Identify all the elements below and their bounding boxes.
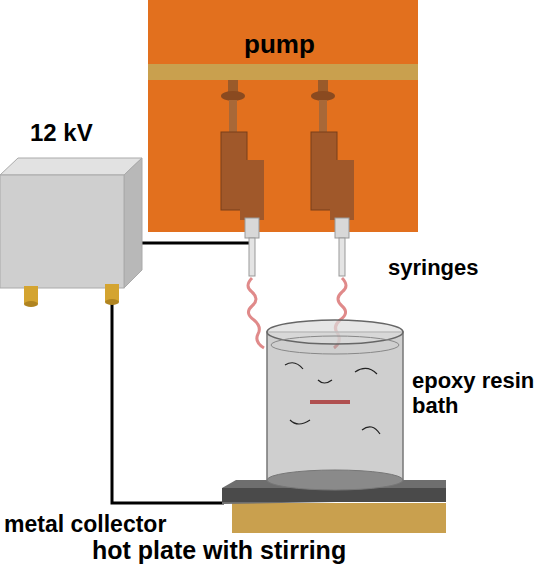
pump-bar bbox=[148, 64, 418, 80]
terminal bbox=[105, 299, 119, 305]
part-label: metal collector bbox=[4, 511, 166, 537]
resin-surface bbox=[271, 336, 399, 354]
needle-hub bbox=[245, 218, 259, 238]
beaker-rim bbox=[267, 320, 403, 344]
plunger-head bbox=[311, 91, 335, 101]
plunger-head bbox=[221, 91, 245, 101]
stir-bar bbox=[310, 400, 350, 404]
needle-hub bbox=[335, 218, 349, 238]
power-supply-top bbox=[0, 158, 142, 175]
wire bbox=[112, 300, 224, 503]
beaker-base bbox=[267, 470, 403, 490]
power-supply-side bbox=[124, 158, 142, 288]
pump-body bbox=[148, 0, 418, 232]
needle bbox=[339, 238, 345, 276]
wire bbox=[140, 242, 252, 245]
part-label: epoxy resin bath bbox=[412, 368, 546, 419]
beaker bbox=[267, 332, 403, 480]
plunger bbox=[228, 80, 238, 92]
plunger-rod bbox=[229, 100, 237, 134]
plunger bbox=[318, 80, 328, 92]
fibers-in-resin bbox=[285, 363, 380, 434]
hot-plate bbox=[232, 503, 446, 533]
device-name: pump bbox=[244, 30, 315, 59]
terminal bbox=[24, 301, 38, 307]
voltage-label: 12 kV bbox=[30, 120, 93, 146]
needle bbox=[249, 238, 255, 276]
part-label: syringes bbox=[388, 255, 479, 280]
power-supply-front bbox=[0, 175, 124, 288]
syringe-barrel bbox=[240, 160, 264, 220]
power-supply-box: 12 kV bbox=[0, 158, 142, 288]
pump-box: pump bbox=[148, 0, 418, 232]
plunger-rod bbox=[319, 100, 327, 134]
part-label: hot plate with stirring bbox=[92, 536, 346, 565]
fiber-jet bbox=[248, 278, 264, 348]
syringe-barrel bbox=[330, 160, 354, 220]
